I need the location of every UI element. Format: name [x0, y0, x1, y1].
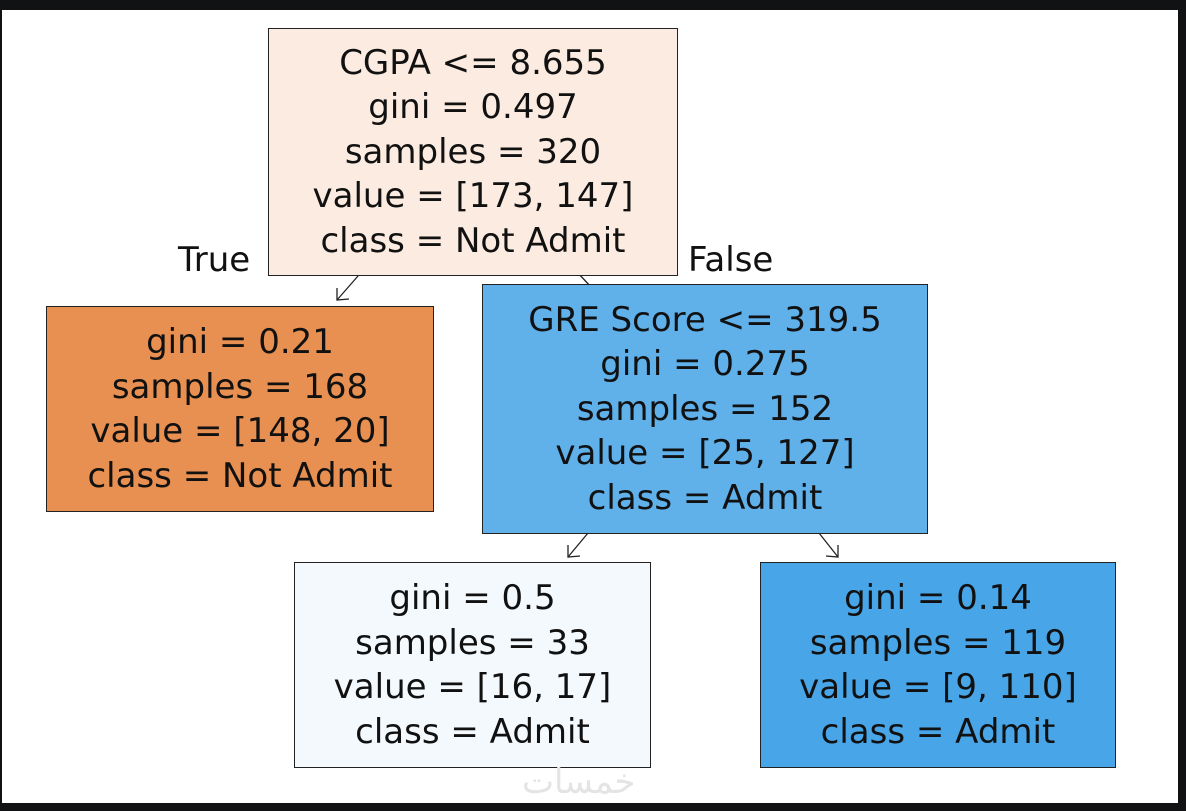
node-split: CGPA <= 8.655	[339, 42, 607, 83]
edge-label-false: False	[688, 240, 774, 280]
node-gre-split: GRE Score <= 319.5 gini = 0.275 samples …	[482, 284, 928, 534]
node-class: class = Not Admit	[87, 455, 393, 496]
node-split: GRE Score <= 319.5	[528, 299, 882, 340]
node-class: class = Admit	[820, 711, 1056, 752]
node-gini: gini = 0.14	[844, 578, 1032, 618]
edge-gre-right	[818, 532, 839, 558]
node-gini: gini = 0.497	[368, 87, 578, 128]
node-gre-right-leaf: gini = 0.14 samples = 119 value = [9, 11…	[760, 562, 1116, 768]
node-samples: samples = 320	[344, 131, 602, 172]
node-value: value = [148, 20]	[90, 411, 390, 451]
node-root: CGPA <= 8.655 gini = 0.497 samples = 320…	[268, 28, 678, 276]
edge-root-left	[336, 275, 359, 301]
node-samples: samples = 152	[576, 388, 834, 429]
node-samples: samples = 119	[809, 622, 1067, 663]
node-class: class = Admit	[587, 477, 823, 518]
node-gre-left-leaf: gini = 0.5 samples = 33 value = [16, 17]…	[294, 562, 651, 768]
node-class: class = Not Admit	[320, 220, 626, 261]
node-samples: samples = 168	[111, 366, 369, 407]
node-value: value = [9, 110]	[799, 667, 1077, 707]
watermark: خمسات	[522, 762, 636, 802]
node-value: value = [173, 147]	[312, 176, 634, 217]
node-gini: gini = 0.5	[389, 578, 556, 618]
node-left-leaf: gini = 0.21 samples = 168 value = [148, …	[46, 306, 434, 512]
node-value: value = [16, 17]	[333, 667, 612, 707]
decision-tree-canvas: True False CGPA <= 8.655 gini = 0.497 sa…	[2, 10, 1178, 803]
edge-gre-left	[567, 532, 589, 558]
edge-label-true: True	[178, 240, 251, 280]
node-class: class = Admit	[355, 711, 590, 752]
node-samples: samples = 33	[355, 622, 590, 663]
node-gini: gini = 0.275	[600, 344, 810, 385]
node-gini: gini = 0.21	[146, 322, 334, 362]
node-value: value = [25, 127]	[555, 433, 855, 474]
